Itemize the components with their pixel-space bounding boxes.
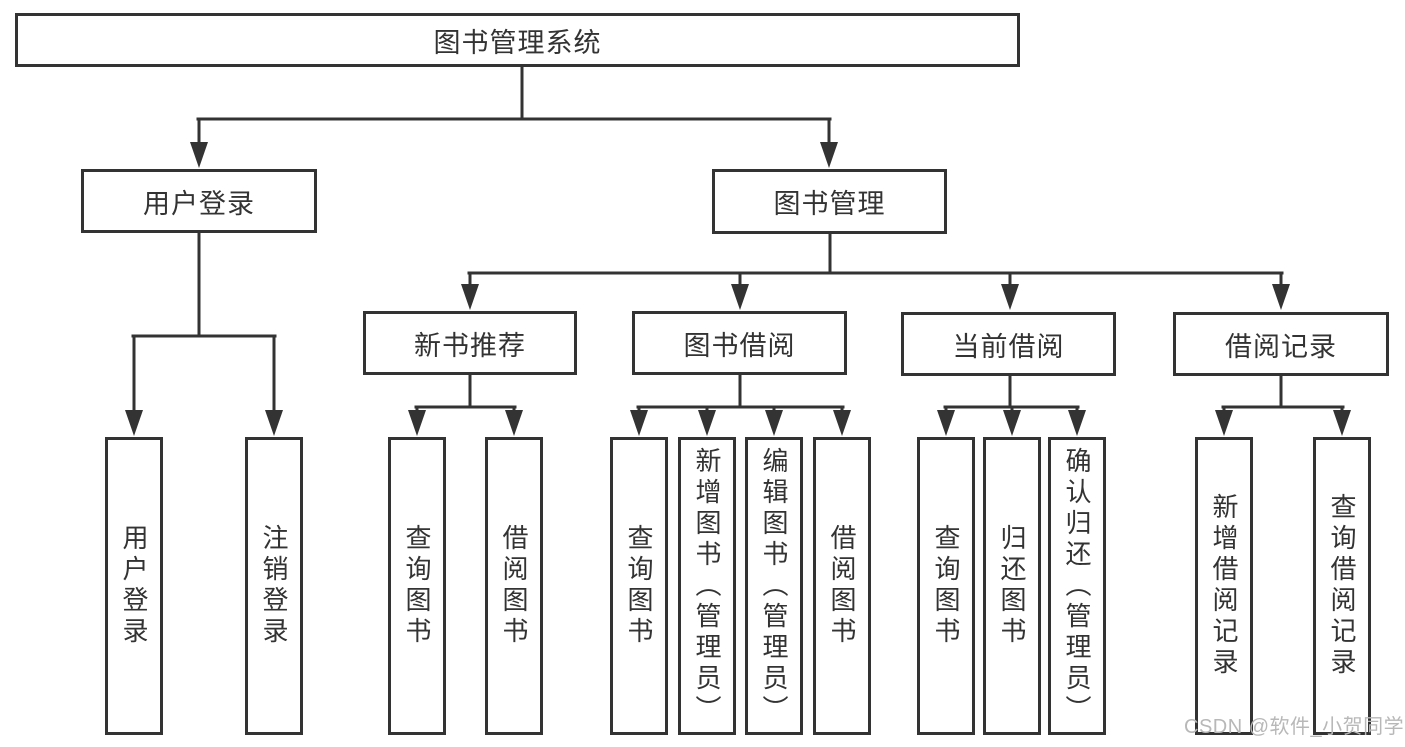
- node-label: 图书借阅: [683, 330, 796, 361]
- leaf-current-return-books: 归还图书: [983, 437, 1041, 735]
- node-label: 归还图书: [997, 524, 1027, 648]
- node-label: 查询图书: [624, 524, 654, 648]
- node-book-borrowing: 图书借阅: [632, 311, 847, 375]
- node-label: 新增借阅记录: [1209, 493, 1239, 679]
- leaf-records-query-borrow-record: 查询借阅记录: [1313, 437, 1371, 735]
- node-user-login: 用户登录: [81, 169, 317, 233]
- node-label: 用户登录: [119, 524, 149, 648]
- node-label: 新书推荐: [414, 330, 526, 361]
- link-records-to-leaves: [1221, 374, 1345, 416]
- link-bookmgmt-to-level3: [467, 232, 1284, 290]
- leaf-borrowing-borrow-books: 借阅图书: [813, 437, 871, 735]
- node-label: 新增图书（管理员）: [692, 446, 722, 726]
- link-current-to-leaves: [943, 375, 1080, 416]
- link-userlogin-to-leaves: [131, 231, 277, 416]
- csdn-watermark: CSDN @软件_小贺同学: [1184, 716, 1405, 738]
- leaf-user-login: 用户登录: [105, 437, 163, 735]
- leaf-current-confirm-return-admin: 确认归还（管理员）: [1048, 437, 1106, 735]
- node-label: 图书管理系统: [433, 27, 602, 58]
- link-root-to-level2: [196, 65, 832, 148]
- node-book-management: 图书管理: [712, 169, 947, 234]
- leaf-current-query-books: 查询图书: [917, 437, 975, 735]
- link-newbook-to-leaves: [414, 373, 517, 416]
- node-label: 当前借阅: [952, 331, 1065, 362]
- leaf-borrowing-query-books: 查询图书: [610, 437, 668, 735]
- node-label: 借阅记录: [1225, 331, 1337, 362]
- leaf-newbook-query-books: 查询图书: [388, 437, 446, 735]
- leaf-borrowing-edit-books-admin: 编辑图书（管理员）: [745, 437, 803, 735]
- node-library-management-system: 图书管理系统: [15, 13, 1020, 67]
- node-label: 确认归还（管理员）: [1062, 446, 1092, 726]
- node-label: 注销登录: [259, 524, 289, 648]
- node-label: 查询图书: [402, 524, 432, 648]
- node-label: 图书管理: [773, 189, 886, 219]
- leaf-records-add-borrow-record: 新增借阅记录: [1195, 437, 1253, 735]
- node-label: 查询借阅记录: [1327, 493, 1357, 679]
- node-label: 借阅图书: [827, 524, 857, 648]
- leaf-logout: 注销登录: [245, 437, 303, 735]
- link-borrowing-to-leaves: [636, 373, 845, 416]
- leaf-newbook-borrow-books: 借阅图书: [485, 437, 543, 735]
- node-current-borrowing: 当前借阅: [901, 312, 1116, 376]
- node-label: 借阅图书: [499, 524, 529, 648]
- node-label: 编辑图书（管理员）: [759, 446, 789, 726]
- arrowheads: [125, 142, 1351, 436]
- node-new-book-recommendation: 新书推荐: [363, 311, 577, 375]
- node-label: 用户登录: [143, 188, 255, 219]
- node-label: 查询图书: [931, 524, 961, 648]
- node-borrowing-records: 借阅记录: [1173, 312, 1389, 376]
- leaf-borrowing-add-books-admin: 新增图书（管理员）: [678, 437, 736, 735]
